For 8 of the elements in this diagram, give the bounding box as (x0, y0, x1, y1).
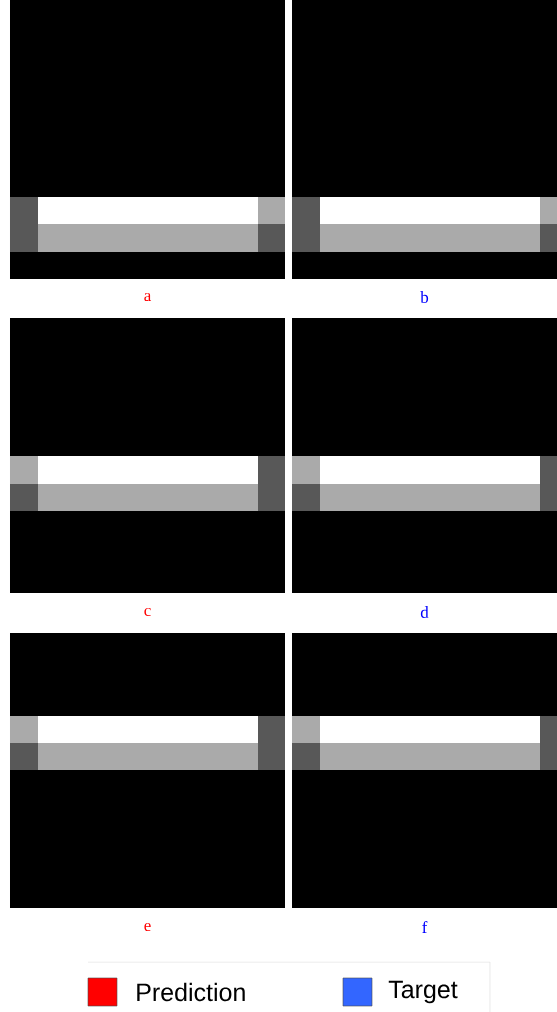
panel-label: a (144, 292, 152, 302)
panel-label: b (420, 291, 429, 303)
legend-label: Target (388, 980, 458, 1004)
panel-label: c (144, 607, 151, 617)
legend-label: Prediction (137, 982, 245, 1002)
panel-label: d (420, 606, 429, 618)
panel-label: e (144, 922, 151, 932)
panel-label: f (422, 921, 428, 933)
